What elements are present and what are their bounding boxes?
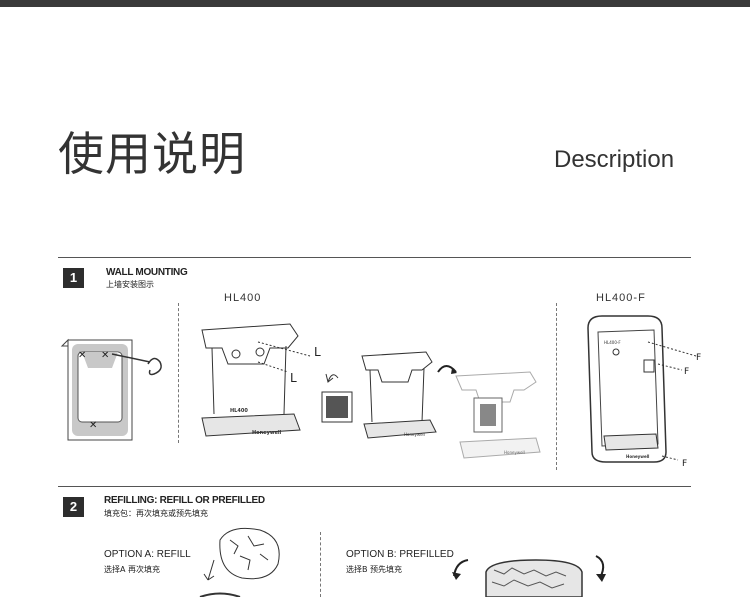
option-a-label: OPTION A: REFILL [104,549,191,560]
section-divider [58,486,691,487]
option-b-sublabel: 选择B 预先填充 [346,565,403,574]
divider-dashed [320,532,321,597]
product-label: HL400-F [604,340,621,345]
model-label-hl400f: HL400-F [596,292,646,304]
svg-text:✕: ✕ [101,350,109,361]
brand-logo-text: Honeywell [404,432,425,437]
svg-text:✕: ✕ [78,350,86,361]
section2-title: REFILLING: REFILL OR PREFILLED [104,495,265,506]
rotate-arrow-icon [437,365,457,374]
brand-logo-text: Honeywell [504,450,525,455]
option-b-label: OPTION B: PREFILLED [346,549,454,560]
hl400-bracket-illustration: Honeywell [361,351,437,439]
product-label: HL400 [230,408,248,414]
hl400-assembled-illustration: Honeywell [455,371,541,459]
divider-dashed [556,303,557,470]
section-divider [58,257,691,258]
mark-f: F [682,459,687,469]
brand-logo-text: Honeywell [252,430,282,436]
brand-logo-text: Honeywell [626,454,650,459]
page-title-en: Description [554,146,675,173]
section2-subtitle: 填充包：再次填充或预先填充 [104,509,208,518]
page-title-cn: 使用说明 [58,127,246,181]
mark-f: F [696,353,701,363]
prefilled-cartridge-illustration [452,555,606,597]
cartridge-illustration [321,373,353,423]
mark-l: L [290,371,297,385]
section1-subtitle: 上墙安装图示 [106,280,154,289]
section1-title: WALL MOUNTING [106,267,188,278]
mark-l: L [314,345,321,359]
refill-bag-illustration [199,527,280,597]
screw-arrows: L L [257,341,321,385]
step-badge-2: 2 [63,497,84,517]
svg-text:✕: ✕ [89,420,97,431]
top-bar [0,0,750,7]
step-badge-1: 1 [63,268,84,288]
mark-f: F [684,367,689,377]
hl400-bracket-illustration: HL400 Honeywell [201,323,301,437]
hl400f-frame-illustration: HL400-F Honeywell F F F [587,315,701,469]
model-label-hl400: HL400 [224,292,262,304]
wall-template-illustration: ✕ ✕ ✕ [60,338,162,441]
option-a-sublabel: 选择A 再次填充 [104,565,161,574]
divider-dashed [178,303,179,443]
